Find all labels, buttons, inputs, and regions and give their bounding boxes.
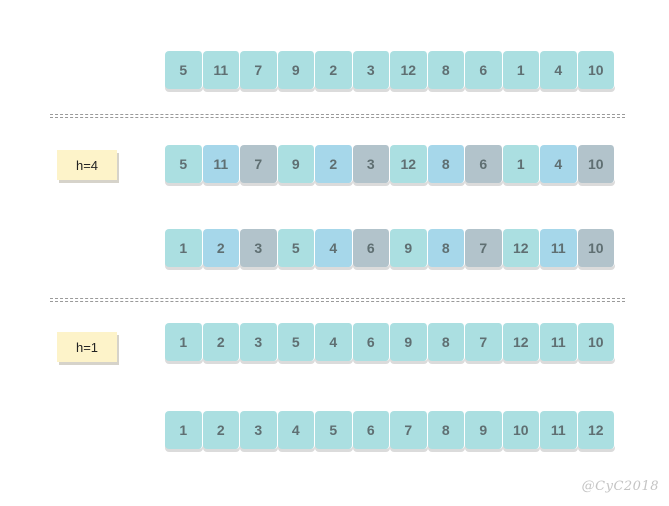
gap-label-h4: h=4 [57,150,117,180]
array-cell: 9 [465,411,503,449]
array-cell: 5 [315,411,353,449]
array-cell: 2 [202,323,240,361]
array-cell: 4 [315,229,353,267]
array-cell: 2 [202,229,240,267]
gap-label-h1-text: h=1 [75,339,99,355]
array-cell: 12 [577,411,615,449]
array-cell: 4 [540,51,578,89]
array-cell: 8 [427,51,465,89]
array-cell: 1 [165,323,203,361]
array-cell: 11 [202,145,240,183]
array-cell: 11 [540,323,578,361]
array-cell: 2 [315,51,353,89]
array-cell: 8 [427,145,465,183]
array-cell: 10 [577,145,615,183]
array-cell: 7 [465,323,503,361]
array-cell: 11 [202,51,240,89]
array-cell: 5 [165,51,203,89]
array-cell: 10 [577,323,615,361]
array-cell: 1 [165,229,203,267]
array-cell: 5 [277,323,315,361]
array-cell: 2 [202,411,240,449]
array-cell: 4 [277,411,315,449]
array-cell: 10 [502,411,540,449]
array-cell: 6 [465,51,503,89]
array-cell: 1 [165,411,203,449]
array-cell: 8 [427,411,465,449]
array-cell: 9 [390,323,428,361]
array-cell: 6 [352,229,390,267]
gap-label-h1: h=1 [57,332,117,362]
array-cell: 12 [390,145,428,183]
array-cell: 7 [240,51,278,89]
array-cell: 5 [277,229,315,267]
gap-label-h4-text: h=4 [75,157,99,173]
array-cell: 11 [540,229,578,267]
array-cell: 3 [240,323,278,361]
array-cell: 11 [540,411,578,449]
divider-top [50,114,625,118]
array-cell: 7 [390,411,428,449]
array-cell: 12 [502,323,540,361]
array-cell: 2 [315,145,353,183]
array-cell: 8 [427,229,465,267]
array-cell: 9 [277,145,315,183]
array-cell: 7 [465,229,503,267]
array-cell: 10 [577,229,615,267]
array-cell: 6 [465,145,503,183]
array-cell: 1 [502,51,540,89]
array-cell: 3 [352,145,390,183]
array-cell: 6 [352,411,390,449]
array-cell: 9 [390,229,428,267]
array-cell: 12 [390,51,428,89]
array-cell: 7 [240,145,278,183]
divider-bottom [50,298,625,302]
watermark: @CyC2018 [581,479,659,494]
array-cell: 3 [352,51,390,89]
array-cell: 6 [352,323,390,361]
array-cell: 4 [315,323,353,361]
array-cell: 8 [427,323,465,361]
array-cell: 3 [240,229,278,267]
array-cell: 10 [577,51,615,89]
array-cell: 3 [240,411,278,449]
array-cell: 9 [277,51,315,89]
array-cell: 1 [502,145,540,183]
array-cell: 12 [502,229,540,267]
array-cell: 4 [540,145,578,183]
array-cell: 5 [165,145,203,183]
